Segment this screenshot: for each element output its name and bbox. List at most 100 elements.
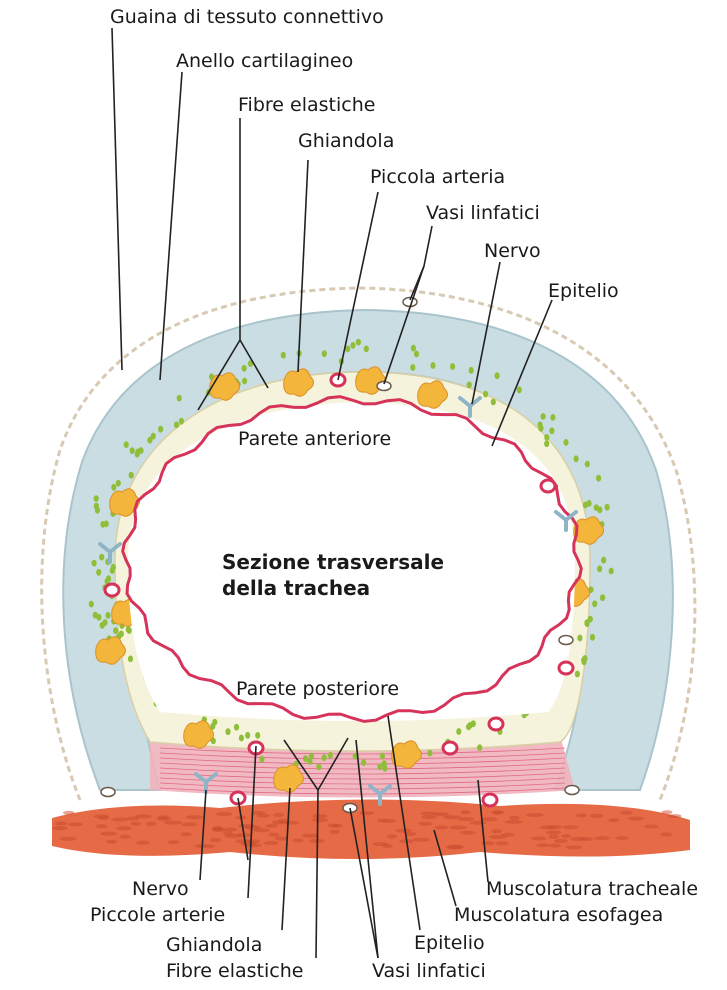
elastic-dot [601, 557, 606, 564]
esophageal-fiber [225, 828, 238, 832]
esophageal-fiber [210, 838, 222, 842]
elastic-dot [600, 594, 605, 601]
esophageal-fiber [136, 841, 150, 845]
elastic-dot [605, 504, 610, 511]
leader-lymph-top [424, 226, 432, 266]
elastic-dot [574, 455, 579, 462]
esophageal-fiber [181, 832, 192, 836]
elastic-dot [245, 732, 250, 739]
esophageal-fiber [126, 817, 139, 821]
esophageal-fiber [382, 819, 396, 823]
elastic-dot [590, 634, 595, 641]
elastic-dot [174, 421, 179, 428]
esophageal-fiber [251, 811, 265, 815]
elastic-dot [129, 472, 134, 479]
label-elastic-fibers-top: Fibre elastiche [238, 96, 375, 115]
esophageal-fiber [615, 836, 628, 840]
esophageal-fiber [195, 844, 208, 848]
elastic-dot [450, 363, 455, 370]
leader-sheath [112, 28, 122, 370]
esophageal-fiber [167, 840, 179, 844]
esophageal-fiber [421, 812, 437, 816]
elastic-dot [212, 719, 217, 726]
esophageal-fiber [644, 825, 658, 829]
esophageal-fiber [461, 810, 471, 814]
esophageal-fiber [396, 829, 412, 833]
esophageal-fiber [182, 822, 198, 826]
esophageal-fiber [628, 817, 644, 821]
elastic-dot [93, 612, 98, 619]
artery [443, 742, 457, 754]
esophageal-fiber [312, 818, 328, 822]
esophageal-fiber [312, 814, 327, 818]
elastic-dot [544, 440, 549, 447]
elastic-dot [177, 395, 182, 402]
esophageal-fiber [100, 832, 117, 836]
elastic-dot [99, 554, 104, 561]
elastic-dot [563, 439, 568, 446]
elastic-dot [356, 339, 361, 346]
elastic-dot [609, 568, 614, 575]
elastic-dot [124, 441, 129, 448]
esophageal-fiber [412, 838, 430, 842]
esophageal-fiber [55, 821, 68, 825]
esophageal-fiber [536, 843, 549, 847]
esophageal-fiber [418, 822, 432, 826]
esophageal-fiber [563, 825, 578, 829]
esophageal-fiber [216, 812, 232, 816]
label-lymph-vessels-bottom: Vasi linfatici [372, 962, 486, 981]
esophageal-fiber [308, 839, 324, 843]
esophageal-fiber [662, 810, 673, 814]
elastic-dot [130, 447, 135, 454]
elastic-dot [549, 427, 554, 434]
artery [489, 718, 503, 730]
esophageal-fiber [449, 826, 466, 830]
elastic-dot [100, 521, 105, 528]
leader-cartilage [160, 72, 182, 380]
elastic-dot [242, 378, 247, 385]
esophageal-fiber [68, 822, 83, 826]
esophageal-fiber [505, 820, 522, 824]
elastic-dot [111, 484, 116, 491]
elastic-dot [147, 437, 152, 444]
elastic-dot [544, 434, 549, 441]
esophageal-fiber [106, 840, 117, 844]
elastic-dot [234, 724, 239, 731]
elastic-dot [380, 753, 385, 760]
esophageal-fiber [212, 826, 223, 830]
elastic-dot [126, 626, 131, 633]
esophageal-fiber [491, 829, 502, 833]
esophageal-fiber [266, 824, 278, 828]
elastic-dot [350, 342, 355, 349]
esophageal-fiber [302, 834, 319, 838]
esophageal-fiber [63, 811, 75, 815]
esophageal-fiber [119, 835, 130, 839]
esophageal-fiber [387, 834, 398, 838]
elastic-dot [94, 503, 99, 510]
elastic-dot [582, 655, 587, 662]
elastic-dot [259, 756, 264, 763]
esophageal-fiber [447, 845, 462, 849]
esophageal-fiber [330, 830, 340, 834]
esophageal-fiber [292, 839, 303, 843]
elastic-dot [242, 365, 247, 372]
label-elastic-fibers-bottom: Fibre elastiche [166, 962, 303, 981]
elastic-dot [456, 728, 461, 735]
esophageal-fiber [548, 825, 563, 829]
esophageal-fiber [244, 826, 261, 830]
esophageal-fiber [594, 836, 610, 840]
elastic-dot [411, 345, 416, 352]
esophageal-fiber [95, 824, 107, 828]
esophageal-fiber [489, 835, 507, 839]
esophageal-fiber [608, 818, 619, 822]
esophageal-fiber [405, 832, 416, 836]
esophageal-fiber [661, 832, 673, 836]
esophageal-fiber [360, 811, 375, 815]
label-small-artery: Piccola arteria [370, 168, 505, 187]
elastic-dot [483, 391, 488, 398]
elastic-dot [92, 560, 97, 567]
label-nerve-bottom: Nervo [132, 880, 189, 899]
elastic-dot [128, 656, 133, 663]
label-sheath: Guaina di tessuto connettivo [110, 8, 384, 27]
esophageal-fiber [130, 822, 140, 826]
